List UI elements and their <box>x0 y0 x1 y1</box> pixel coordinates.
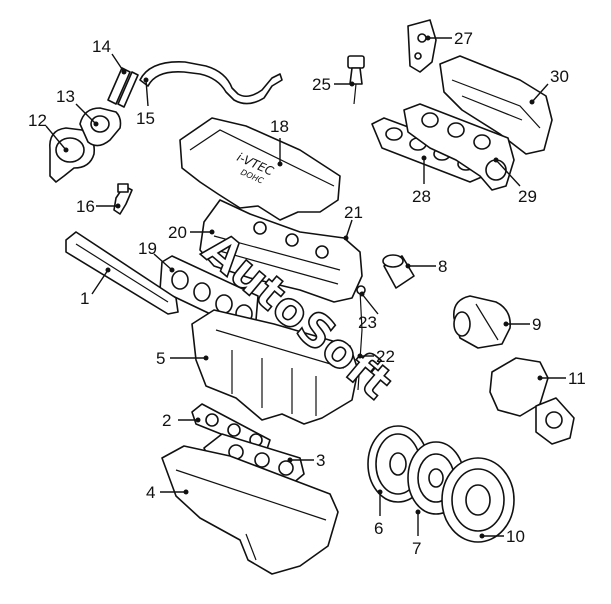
callout-27-label: 27 <box>454 29 473 48</box>
callout-1-label: 1 <box>80 289 89 308</box>
callout-6: 6 <box>374 489 383 538</box>
callout-7: 7 <box>412 509 421 558</box>
callout-2-label: 2 <box>162 411 171 430</box>
callout-28: 28 <box>412 155 431 206</box>
callout-11: 11 <box>537 369 586 388</box>
pressure-plate-part-10 <box>441 457 515 543</box>
engine-block-part-5 <box>191 309 359 425</box>
ignition-coil-part-25 <box>347 55 365 105</box>
callout-10: 10 <box>479 527 525 546</box>
callout-22: 22 <box>357 347 395 366</box>
callout-14-label: 14 <box>92 37 111 56</box>
callout-18-label: 18 <box>270 117 289 136</box>
callout-9-label: 9 <box>532 315 541 334</box>
callout-28-label: 28 <box>412 187 431 206</box>
callout-21: 21 <box>343 203 363 241</box>
callout-8-label: 8 <box>438 257 447 276</box>
callout-20-label: 20 <box>168 223 187 242</box>
callout-30: 30 <box>529 67 569 105</box>
cylinder-head-part-21 <box>199 199 363 303</box>
callout-20: 20 <box>168 223 215 242</box>
water-pipe-part-15 <box>139 61 283 105</box>
callout-4-label: 4 <box>146 483 155 502</box>
oil-pan-part-4 <box>161 445 339 575</box>
callout-1: 1 <box>80 267 111 308</box>
callout-11-label: 11 <box>568 369 586 388</box>
callout-14: 14 <box>92 37 127 75</box>
callout-29-label: 29 <box>518 187 537 206</box>
callout-2: 2 <box>162 411 201 430</box>
callout-19-label: 19 <box>138 239 157 258</box>
callout-7-label: 7 <box>412 539 421 558</box>
starter-motor-part-9 <box>453 295 512 349</box>
callout-27: 27 <box>425 29 473 48</box>
callout-3: 3 <box>287 451 325 470</box>
callout-9: 9 <box>503 315 541 334</box>
callout-5: 5 <box>156 349 209 368</box>
callout-13-label: 13 <box>56 87 75 106</box>
callout-10-label: 10 <box>506 527 525 546</box>
callout-16-label: 16 <box>76 197 95 216</box>
callout-25-label: 25 <box>312 75 331 94</box>
fuel-rail-part-1 <box>65 231 179 315</box>
callout-3-label: 3 <box>316 451 325 470</box>
callout-23: 23 <box>358 291 379 332</box>
callout-5-label: 5 <box>156 349 165 368</box>
callout-13: 13 <box>56 87 99 127</box>
callout-15: 15 <box>136 77 155 128</box>
oil-filter-part-8 <box>382 254 415 289</box>
valve-cover-part-18: i-VTEC DOHC <box>179 117 341 221</box>
callout-6-label: 6 <box>374 519 383 538</box>
callout-8: 8 <box>405 257 447 276</box>
water-hose-part-14 <box>107 67 139 108</box>
callout-25: 25 <box>312 75 355 94</box>
sensor-bracket-part-27 <box>407 19 437 73</box>
callout-21-label: 21 <box>344 203 363 222</box>
callout-18: 18 <box>270 117 289 167</box>
callout-12-label: 12 <box>28 111 47 130</box>
callout-15-label: 15 <box>136 109 155 128</box>
callout-30-label: 30 <box>550 67 569 86</box>
callout-29: 29 <box>493 157 537 206</box>
camshaft-part-2 <box>191 403 271 453</box>
callout-23-label: 23 <box>358 313 377 332</box>
engine-mount-part-11 <box>489 357 575 445</box>
callout-22-label: 22 <box>376 347 395 366</box>
callout-12: 12 <box>28 111 69 153</box>
thermostat-housing-part-12 <box>49 127 96 183</box>
callout-19: 19 <box>138 239 175 273</box>
heat-shield-part-30 <box>439 55 553 155</box>
callout-16: 16 <box>76 197 121 216</box>
temperature-sensor-part-16 <box>113 183 133 215</box>
callout-4: 4 <box>146 483 189 502</box>
